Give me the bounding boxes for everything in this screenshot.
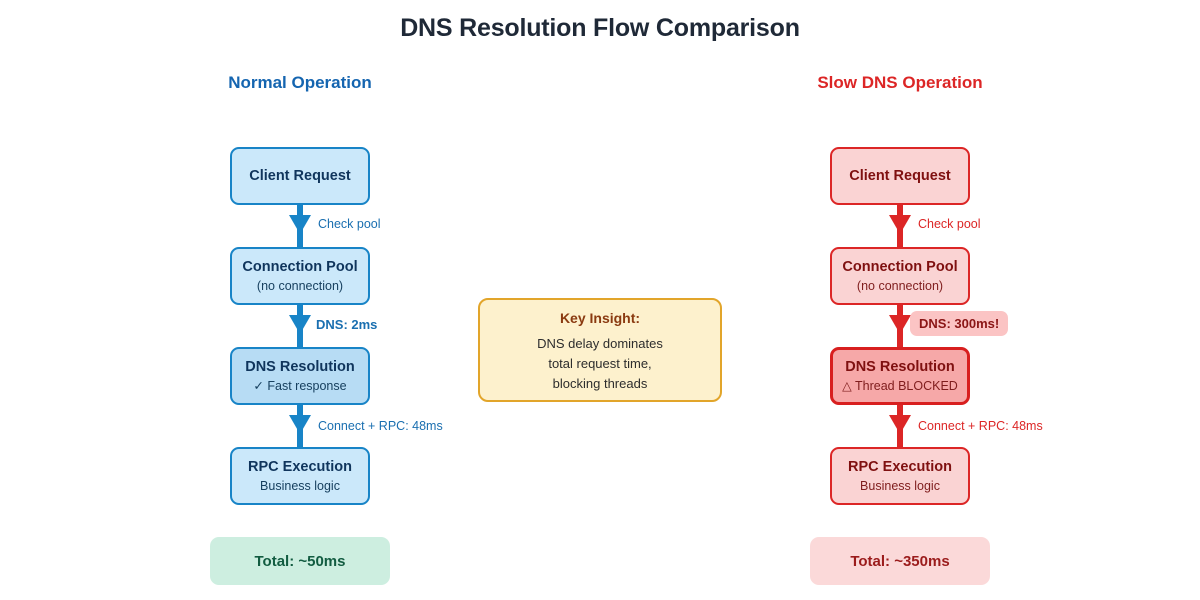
node-rpc-execution-normal[interactable]: RPC Execution Business logic: [230, 447, 370, 505]
node-dns-resolution-slow[interactable]: DNS Resolution △ Thread BLOCKED: [830, 347, 970, 405]
arrow-head: [889, 315, 911, 334]
key-insight-line: DNS delay dominates: [537, 335, 663, 351]
total-normal: Total: ~50ms: [210, 537, 390, 585]
normal-operation-column: Normal Operation Client Request Check po…: [120, 70, 480, 585]
node-subtitle: Business logic: [260, 478, 340, 493]
key-insight-title: Key Insight:: [559, 309, 641, 326]
node-dns-resolution-normal[interactable]: DNS Resolution ✓ Fast response: [230, 347, 370, 405]
node-subtitle: △ Thread BLOCKED: [842, 378, 958, 393]
edge-label-dns-latency-normal: DNS: 2ms: [316, 317, 378, 332]
node-client-request-slow[interactable]: Client Request: [830, 147, 970, 205]
node-subtitle: (no connection): [256, 278, 344, 293]
total-slow: Total: ~350ms: [810, 537, 990, 585]
edge-label-check-pool-slow: Check pool: [918, 217, 981, 231]
arrow-pool-to-dns-slow: [889, 305, 911, 347]
node-title: DNS Resolution: [245, 358, 355, 375]
node-title: Connection Pool: [242, 258, 358, 275]
arrow-pool-to-dns-normal: [289, 305, 311, 347]
arrow-head: [289, 215, 311, 234]
badge-dns-latency-slow: DNS: 300ms!: [910, 311, 1009, 336]
edge-label-check-pool-normal: Check pool: [318, 217, 381, 231]
arrow-client-to-pool-normal: [289, 205, 311, 247]
key-insight-line: total request time,: [548, 355, 652, 371]
node-rpc-execution-slow[interactable]: RPC Execution Business logic: [830, 447, 970, 505]
normal-operation-heading: Normal Operation: [228, 73, 372, 92]
node-subtitle: ✓ Fast response: [253, 378, 347, 393]
arrow-head: [889, 415, 911, 434]
node-client-request-normal[interactable]: Client Request: [230, 147, 370, 205]
edge-label-connect-rpc-slow: Connect + RPC: 48ms: [918, 419, 1043, 433]
node-title: RPC Execution: [248, 458, 352, 475]
key-insight-line: blocking threads: [552, 375, 648, 391]
arrow-head: [889, 215, 911, 234]
node-title: Client Request: [849, 167, 951, 184]
page-title: DNS Resolution Flow Comparison: [400, 14, 800, 42]
node-title: DNS Resolution: [845, 358, 955, 375]
node-subtitle: (no connection): [856, 278, 944, 293]
key-insight-callout: Key Insight: DNS delay dominates total r…: [478, 298, 722, 402]
arrow-dns-to-rpc-normal: [289, 405, 311, 447]
node-title: RPC Execution: [848, 458, 952, 475]
edge-label-connect-rpc-normal: Connect + RPC: 48ms: [318, 419, 443, 433]
arrow-head: [289, 315, 311, 334]
slow-dns-operation-heading: Slow DNS Operation: [817, 73, 983, 92]
arrow-client-to-pool-slow: [889, 205, 911, 247]
node-connection-pool-normal[interactable]: Connection Pool (no connection): [230, 247, 370, 305]
node-subtitle: Business logic: [860, 478, 940, 493]
arrow-dns-to-rpc-slow: [889, 405, 911, 447]
arrow-head: [289, 415, 311, 434]
node-title: Client Request: [249, 167, 351, 184]
node-title: Connection Pool: [842, 258, 958, 275]
node-connection-pool-slow[interactable]: Connection Pool (no connection): [830, 247, 970, 305]
slow-dns-operation-column: Slow DNS Operation Client Request Check …: [720, 70, 1080, 585]
